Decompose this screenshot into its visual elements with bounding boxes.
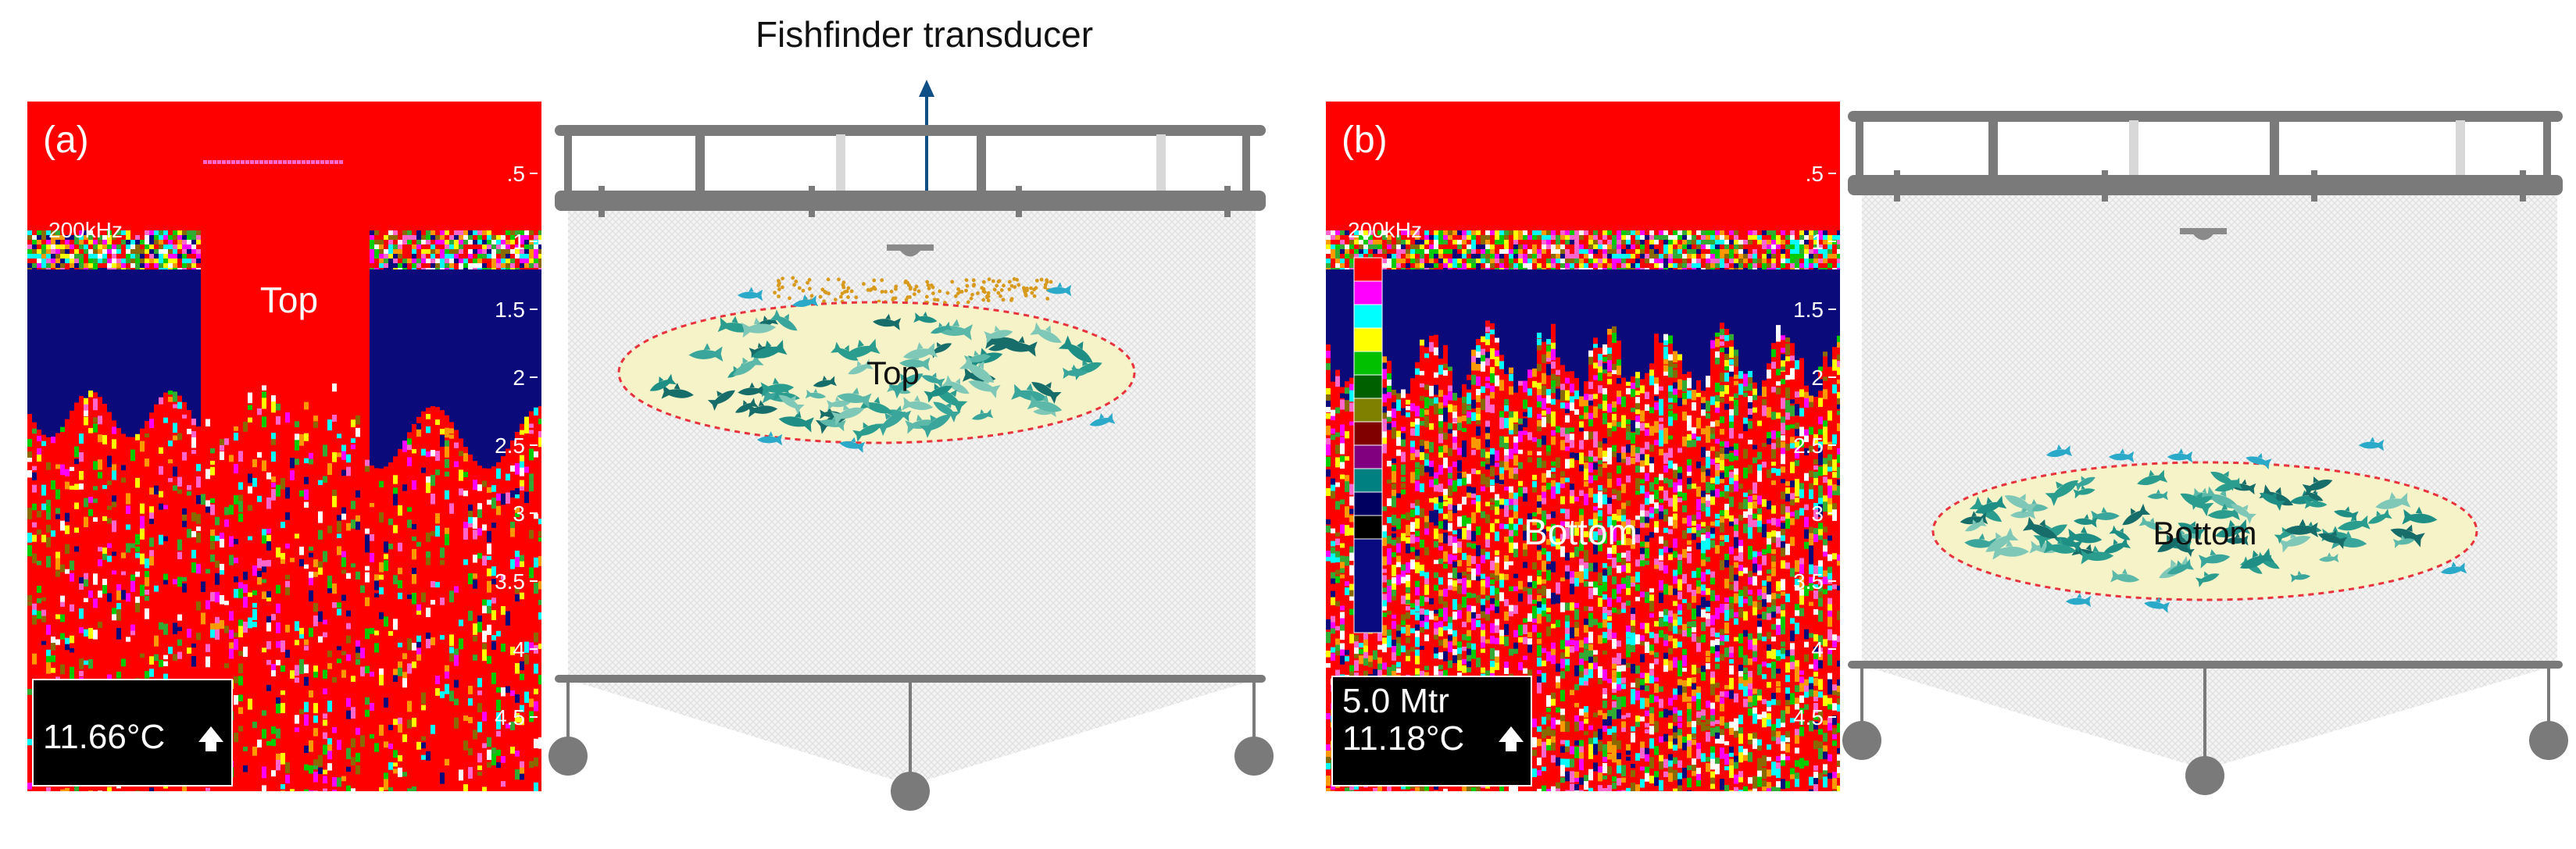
feed-pellets — [773, 276, 1053, 306]
temperature-readout-b: 11.18°C — [1342, 719, 1464, 758]
school-label-a: Top — [866, 355, 920, 391]
depth-tick-label: 3 — [513, 501, 525, 526]
transducer-icon — [2180, 228, 2227, 241]
echo-label-b: Bottom — [1524, 512, 1638, 552]
depth-tick-label: .5 — [1806, 162, 1824, 186]
pen-rail-top — [1848, 111, 2563, 122]
color-scale-swatch — [1353, 327, 1383, 352]
depth-tick-label: 4 — [513, 637, 525, 662]
depth-readout-b: 5.0 Mtr — [1342, 682, 1449, 720]
color-scale-swatch — [1353, 280, 1383, 305]
pen-rail-top — [555, 125, 1266, 136]
depth-tick-label: 1 — [1811, 230, 1824, 254]
depth-tick-label: 2 — [1811, 366, 1824, 390]
depth-tick-label: .5 — [507, 162, 525, 186]
depth-tick-label: 2.5 — [1793, 433, 1824, 458]
net-pen-b: Bottom — [1842, 111, 2568, 795]
depth-tick-label: 2 — [513, 366, 525, 390]
color-scale-swatch — [1353, 515, 1383, 540]
fish-school-a: Top — [617, 282, 1136, 453]
sinker-weight — [1234, 737, 1274, 776]
color-scale-swatch — [1353, 468, 1383, 493]
depth-tick-label: 3.5 — [1793, 569, 1824, 594]
echogram-a: .5 1 1.5 2 2.5 3 3.5 4 4.5 (a) 200kHz Top 11.66°… — [27, 102, 541, 791]
color-scale-swatch — [1353, 257, 1383, 282]
color-scale-swatch — [1353, 398, 1383, 423]
sinker-weight — [2185, 756, 2224, 795]
panel-a: .5 1 1.5 2 2.5 3 3.5 4 4.5 (a) 200kHz Top 11.66°… — [27, 102, 1274, 811]
net-pen-a: Top — [548, 125, 1274, 811]
color-scale-bar — [1353, 257, 1383, 633]
pen-walkway — [555, 191, 1266, 211]
pen-base-ring — [555, 675, 1266, 683]
frequency-label-a: 200kHz — [48, 218, 123, 242]
depth-tick-label: 4 — [1811, 637, 1824, 662]
depth-tick-label: 1.5 — [495, 298, 525, 322]
depth-axis-a: .5 1 1.5 2 2.5 3 3.5 4 4.5 — [495, 162, 538, 729]
color-scale-swatch — [1353, 538, 1383, 633]
color-scale-swatch — [1353, 421, 1383, 446]
pen-base-ring — [1848, 661, 2563, 669]
panel-b: .5 1 1.5 2 2.5 3 3.5 4 4.5 (b) 200kHz Bottom 5.0… — [1326, 102, 2568, 795]
readout-box-a: 11.66°C — [32, 679, 233, 787]
readout-box-b: 5.0 Mtr 11.18°C — [1331, 676, 1532, 787]
depth-tick-label: 2.5 — [495, 433, 525, 458]
color-scale-swatch — [1353, 491, 1383, 516]
up-arrow-icon — [1499, 726, 1524, 751]
color-scale-swatch — [1353, 304, 1383, 329]
temperature-readout-a: 11.66°C — [43, 718, 165, 756]
up-arrow-icon — [198, 726, 223, 751]
depth-tick-label: 3.5 — [495, 569, 525, 594]
transducer-icon — [887, 244, 934, 257]
frequency-label-b: 200kHz — [1348, 218, 1422, 242]
echogram-b: .5 1 1.5 2 2.5 3 3.5 4 4.5 (b) 200kHz Bottom 5.0… — [1326, 102, 1840, 791]
sinker-weight — [2529, 721, 2568, 760]
sinker-weight — [1842, 721, 1881, 760]
school-label-b: Bottom — [2153, 515, 2256, 551]
diagram-title: Fishfinder transducer — [756, 14, 1093, 55]
depth-tick-label: 4.5 — [1793, 705, 1824, 729]
panel-letter-b: (b) — [1342, 120, 1388, 161]
pen-walkway — [1848, 175, 2563, 195]
echo-label-a: Top — [260, 280, 318, 320]
sinker-weight — [891, 772, 930, 811]
depth-tick-label: 4.5 — [495, 705, 525, 729]
color-scale-swatch — [1353, 444, 1383, 469]
color-scale-swatch — [1353, 351, 1383, 376]
depth-tick-label: 1 — [513, 230, 525, 254]
depth-axis-b: .5 1 1.5 2 2.5 3 3.5 4 4.5 — [1793, 162, 1836, 729]
sinker-weight — [548, 737, 588, 776]
depth-tick-label: 1.5 — [1793, 298, 1824, 322]
fish-school-b: Bottom — [1931, 437, 2478, 613]
panel-letter-a: (a) — [43, 120, 89, 161]
depth-tick-label: 3 — [1811, 501, 1824, 526]
color-scale-swatch — [1353, 374, 1383, 399]
